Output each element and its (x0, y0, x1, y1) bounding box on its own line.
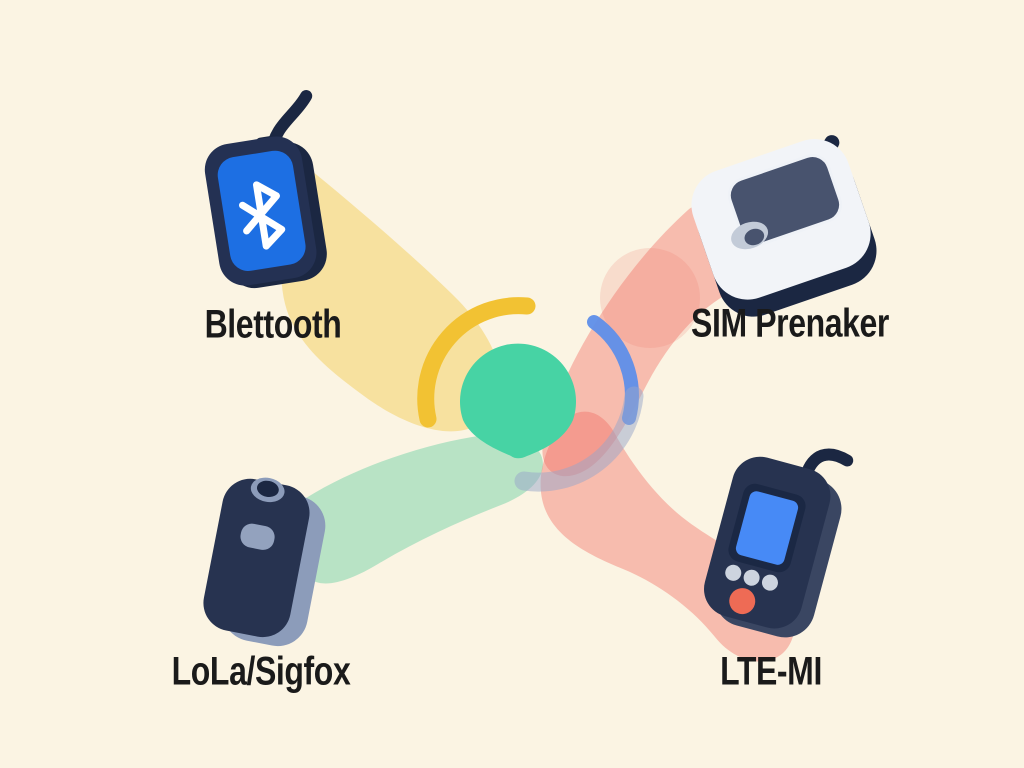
arc-gray (514, 386, 644, 492)
device-body (203, 478, 310, 638)
arc-yellow (417, 297, 536, 428)
power-button-orange (729, 588, 756, 615)
beam-bluetooth (280, 157, 502, 432)
button-2 (743, 569, 760, 586)
button-dot (744, 228, 765, 246)
node-label-lte: LTE-MI (720, 649, 822, 694)
signal-beams (280, 157, 795, 662)
button-3 (761, 574, 778, 591)
sim-pod-device-icon (691, 135, 877, 317)
hub-arcs (417, 297, 644, 492)
bluetooth-tag-device-icon (204, 89, 327, 289)
button-1 (725, 564, 742, 581)
beam-sim-bulge (600, 248, 700, 348)
device-label-patch (240, 523, 275, 550)
beam-lora (296, 434, 543, 584)
node-label-bluetooth: Blettooth (204, 302, 342, 347)
node-label-sim: SIM Prenaker (691, 301, 889, 346)
lte-handheld-device-icon (704, 448, 854, 638)
lora-tracker-device-icon (203, 477, 326, 647)
beam-sim (542, 205, 757, 477)
node-label-lora: LoLa/Sigfox (171, 649, 351, 694)
hub-signal-fan (459, 343, 576, 459)
bluetooth-icon (239, 181, 286, 250)
top-button-dot (256, 480, 279, 497)
device-screen (735, 491, 799, 565)
